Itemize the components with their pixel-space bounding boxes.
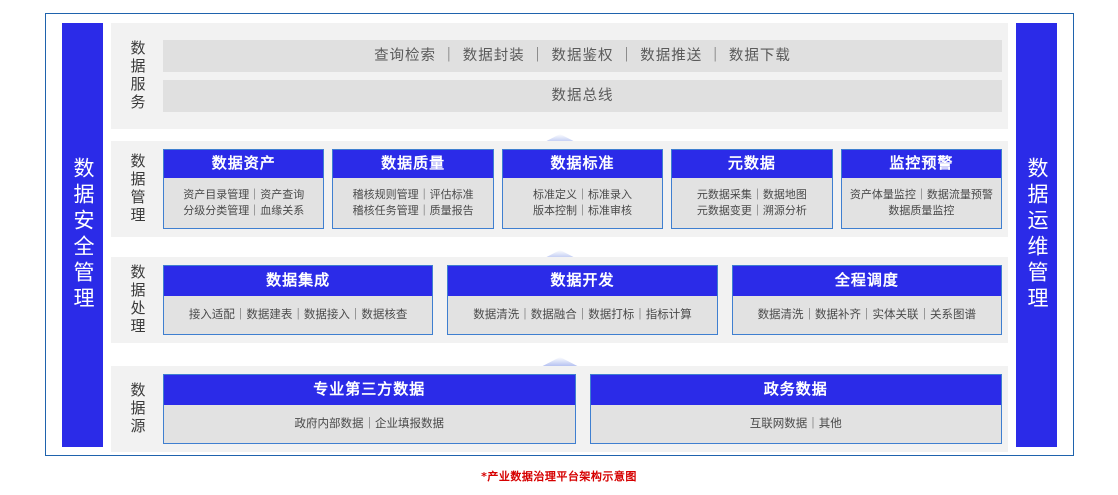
diagram-frame: 数据安全管理 数据运维管理 数据服务 查询检索 ｜ 数据封装 ｜ 数据鉴权 ｜ …	[45, 13, 1074, 456]
card-list-data-processing: 数据集成 接入适配｜数据建表｜数据接入｜数据核查 数据开发 数据清洗｜数据融合｜…	[163, 257, 1002, 343]
pillar-data-operations-management: 数据运维管理	[1016, 23, 1057, 447]
card-data-standard[interactable]: 数据标准 标准定义｜标准录入 版本控制｜标准审核	[501, 149, 664, 229]
card-list-data-management: 数据资产 资产目录管理｜资产查询 分级分类管理｜血缘关系 数据质量 稽核规则管理…	[163, 141, 1003, 237]
band-body-data-processing: 数据集成 接入适配｜数据建表｜数据接入｜数据核查 数据开发 数据清洗｜数据融合｜…	[163, 257, 1008, 343]
card-list-data-source: 专业第三方数据 政府内部数据｜企业填报数据 政务数据 互联网数据｜其他	[163, 366, 1002, 452]
card-subitem-line: 接入适配｜数据建表｜数据接入｜数据核查	[188, 307, 408, 322]
card-subitems: 元数据采集｜数据地图 元数据变更｜溯源分析	[672, 177, 832, 228]
card-monitoring-alert[interactable]: 监控预警 资产体量监控｜数据流量预警 数据质量监控	[840, 149, 1003, 229]
card-subitem-line: 数据清洗｜数据融合｜数据打标｜指标计算	[473, 307, 692, 322]
card-title: 数据标准	[502, 150, 663, 178]
card-subitem-line: 版本控制｜标准审核	[533, 203, 633, 217]
band-data-service: 数据服务 查询检索 ｜ 数据封装 ｜ 数据鉴权 ｜ 数据推送 ｜ 数据下载 数据…	[111, 23, 1008, 129]
band-body-data-management: 数据资产 资产目录管理｜资产查询 分级分类管理｜血缘关系 数据质量 稽核规则管理…	[163, 141, 1008, 237]
card-subitems: 资产目录管理｜资产查询 分级分类管理｜血缘关系	[164, 177, 324, 228]
card-subitem-line: 资产体量监控｜数据流量预警	[849, 187, 993, 201]
card-title: 元数据	[672, 150, 832, 178]
card-subitem-line: 数据质量监控	[888, 203, 955, 217]
card-subitems: 数据清洗｜数据补齐｜实体关联｜关系图谱	[732, 295, 1001, 334]
card-data-quality[interactable]: 数据质量 稽核规则管理｜评估标准 稽核任务管理｜质量报告	[332, 149, 494, 229]
card-third-party-data[interactable]: 专业第三方数据 政府内部数据｜企业填报数据	[163, 374, 576, 444]
service-bar-capabilities: 查询检索 ｜ 数据封装 ｜ 数据鉴权 ｜ 数据推送 ｜ 数据下载	[163, 40, 1002, 72]
card-title: 专业第三方数据	[164, 375, 575, 405]
pillar-data-security-management: 数据安全管理	[62, 23, 103, 447]
card-subitem-line: 稽核规则管理｜评估标准	[352, 187, 474, 201]
card-title: 监控预警	[841, 150, 1002, 178]
band-label-data-management: 数据管理	[128, 153, 147, 225]
card-subitem-line: 资产目录管理｜资产查询	[183, 187, 305, 201]
band-label-data-processing: 数据处理	[128, 264, 147, 336]
band-data-source: 数据源 专业第三方数据 政府内部数据｜企业填报数据 政务数据	[111, 366, 1008, 452]
band-data-management: 数据管理 数据资产 资产目录管理｜资产查询 分级分类管理｜血缘关系 数据质量	[111, 141, 1008, 237]
card-title: 全程调度	[732, 266, 1001, 296]
card-title: 数据资产	[164, 150, 324, 178]
card-subitem-line: 政府内部数据｜企业填报数据	[294, 416, 445, 431]
card-title: 政务数据	[590, 375, 1001, 405]
service-bar-data-bus: 数据总线	[163, 80, 1002, 112]
card-subitems: 互联网数据｜其他	[590, 404, 1001, 443]
card-subitem-line: 数据清洗｜数据补齐｜实体关联｜关系图谱	[757, 307, 977, 322]
card-title: 数据质量	[333, 150, 493, 178]
card-metadata[interactable]: 元数据 元数据采集｜数据地图 元数据变更｜溯源分析	[671, 149, 833, 229]
card-full-process-scheduling[interactable]: 全程调度 数据清洗｜数据补齐｜实体关联｜关系图谱	[731, 265, 1002, 335]
card-subitem-line: 互联网数据｜其他	[749, 416, 842, 431]
card-title: 数据开发	[448, 266, 717, 296]
layer-stack: 数据服务 查询检索 ｜ 数据封装 ｜ 数据鉴权 ｜ 数据推送 ｜ 数据下载 数据…	[111, 23, 1008, 452]
card-title: 数据集成	[164, 266, 433, 296]
card-subitem-line: 分级分类管理｜血缘关系	[183, 203, 305, 217]
card-subitem-line: 标准定义｜标准录入	[533, 187, 633, 201]
pillar-right-label: 数据运维管理	[1025, 157, 1049, 313]
card-subitems: 稽核规则管理｜评估标准 稽核任务管理｜质量报告	[333, 177, 493, 228]
card-data-development[interactable]: 数据开发 数据清洗｜数据融合｜数据打标｜指标计算	[447, 265, 718, 335]
diagram-caption: *产业数据治理平台架构示意图	[481, 470, 637, 483]
card-subitems: 标准定义｜标准录入 版本控制｜标准审核	[502, 177, 663, 228]
band-label-data-source: 数据源	[128, 382, 147, 436]
card-subitem-line: 元数据采集｜数据地图	[696, 187, 807, 201]
band-body-data-service: 查询检索 ｜ 数据封装 ｜ 数据鉴权 ｜ 数据推送 ｜ 数据下载 数据总线	[163, 23, 1008, 129]
pillar-left-label: 数据安全管理	[71, 157, 95, 313]
card-subitems: 政府内部数据｜企业填报数据	[164, 404, 575, 443]
card-subitems: 资产体量监控｜数据流量预警 数据质量监控	[841, 177, 1002, 228]
band-data-processing: 数据处理 数据集成 接入适配｜数据建表｜数据接入｜数据核查 数据开发	[111, 257, 1008, 343]
card-subitem-line: 元数据变更｜溯源分析	[696, 203, 807, 217]
card-data-integration[interactable]: 数据集成 接入适配｜数据建表｜数据接入｜数据核查	[163, 265, 434, 335]
card-subitem-line: 稽核任务管理｜质量报告	[352, 203, 474, 217]
card-subitems: 数据清洗｜数据融合｜数据打标｜指标计算	[448, 295, 717, 334]
band-body-data-source: 专业第三方数据 政府内部数据｜企业填报数据 政务数据 互联网数据｜其他	[163, 366, 1008, 452]
card-subitems: 接入适配｜数据建表｜数据接入｜数据核查	[164, 295, 433, 334]
card-government-data[interactable]: 政务数据 互联网数据｜其他	[589, 374, 1002, 444]
band-label-data-service: 数据服务	[128, 40, 147, 112]
card-data-asset[interactable]: 数据资产 资产目录管理｜资产查询 分级分类管理｜血缘关系	[163, 149, 325, 229]
